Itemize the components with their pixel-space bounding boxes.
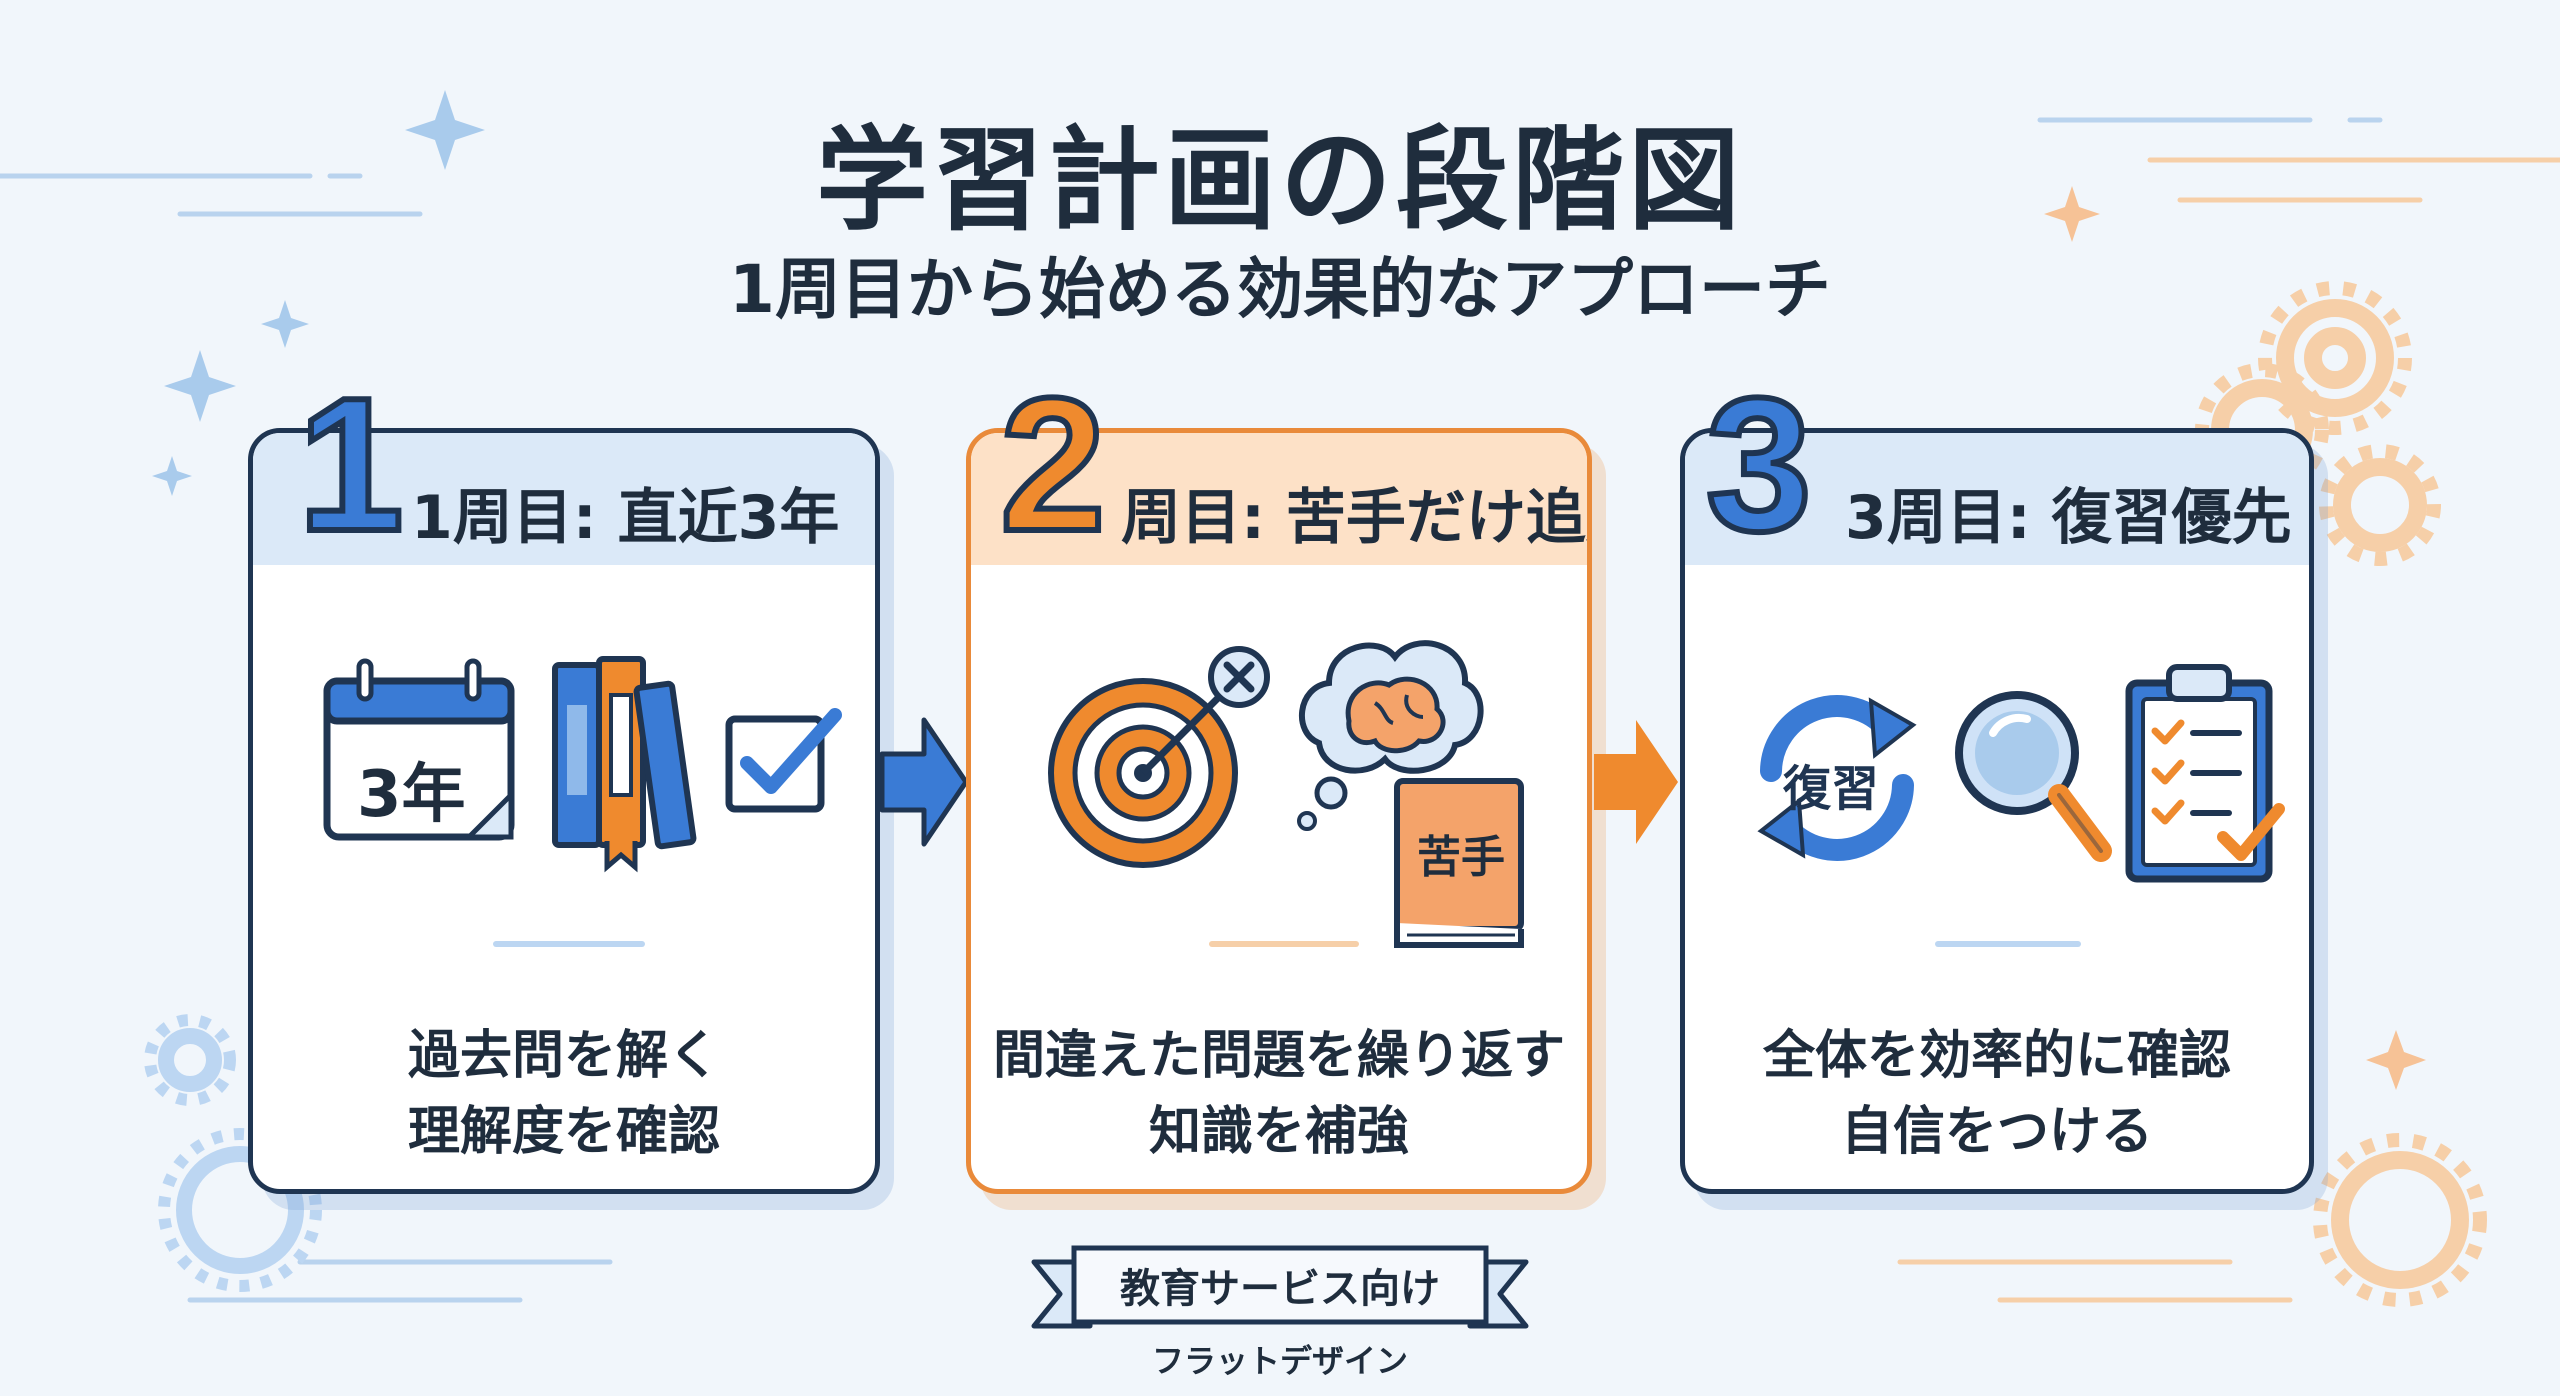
footer-caption: フラットデザイン xyxy=(1151,1342,1408,1380)
cycle-arrows-icon xyxy=(1757,695,1917,861)
arrow-1-to-2 xyxy=(879,717,969,847)
page-subtitle: 1周目から始める効果的なアプローチ xyxy=(729,251,1831,328)
footer-banner-label: 教育サービス向け xyxy=(1120,1266,1440,1312)
step-card-3: 3周目: 復習優先 復習 全体を効率的に確認 自信をつける xyxy=(1680,428,2314,1194)
step-heading: 周目: 苦手だけ追加 xyxy=(1121,483,1587,553)
checklist-icon xyxy=(2125,664,2285,883)
step-number-3: 3 xyxy=(1703,359,1815,571)
brain-thought-icon xyxy=(1297,640,1484,831)
step-desc-line-1: 全体を効率的に確認 xyxy=(1762,1026,2231,1086)
book-label: 苦手 xyxy=(1417,832,1505,883)
footer-ribbon xyxy=(1031,1245,1529,1329)
step-divider xyxy=(493,941,645,947)
step-header xyxy=(971,433,1587,565)
step-card-1: 1周目: 直近3年 3年 過去問を解く 理解度を確認 xyxy=(248,428,880,1194)
book-icon xyxy=(1394,778,1524,948)
page-title: 学習計画の段階図 xyxy=(816,116,1744,246)
calendar-icon xyxy=(323,658,515,841)
step-header xyxy=(1685,433,2309,565)
books-icon xyxy=(552,656,697,873)
step-divider xyxy=(1209,941,1359,947)
step-desc-line-1: 間違えた問題を繰り返す xyxy=(992,1026,1565,1086)
calendar-label: 3年 xyxy=(357,758,466,832)
arrow-2-to-3 xyxy=(1594,720,1678,844)
step-desc-line-2: 理解度を確認 xyxy=(407,1102,720,1162)
step-divider xyxy=(1935,941,2081,947)
step-desc-line-1: 過去問を解く xyxy=(407,1026,720,1086)
step-card-2: 周目: 苦手だけ追加 苦手 間違えた問題を繰り返す 知識を補強 xyxy=(966,428,1592,1194)
target-icon xyxy=(1048,646,1270,868)
step-header xyxy=(253,433,875,565)
step-heading: 3周目: 復習優先 xyxy=(1845,483,2292,553)
step-desc-line-2: 知識を補強 xyxy=(1148,1102,1409,1162)
step-number-2: 2 xyxy=(997,359,1109,571)
checkbox-icon xyxy=(725,708,842,813)
step-desc-line-2: 自信をつける xyxy=(1840,1102,2153,1162)
cycle-label: 復習 xyxy=(1783,761,1880,817)
magnifier-icon xyxy=(1955,691,2112,862)
step-heading: 1周目: 直近3年 xyxy=(411,483,840,553)
step-number-1: 1 xyxy=(295,359,407,571)
